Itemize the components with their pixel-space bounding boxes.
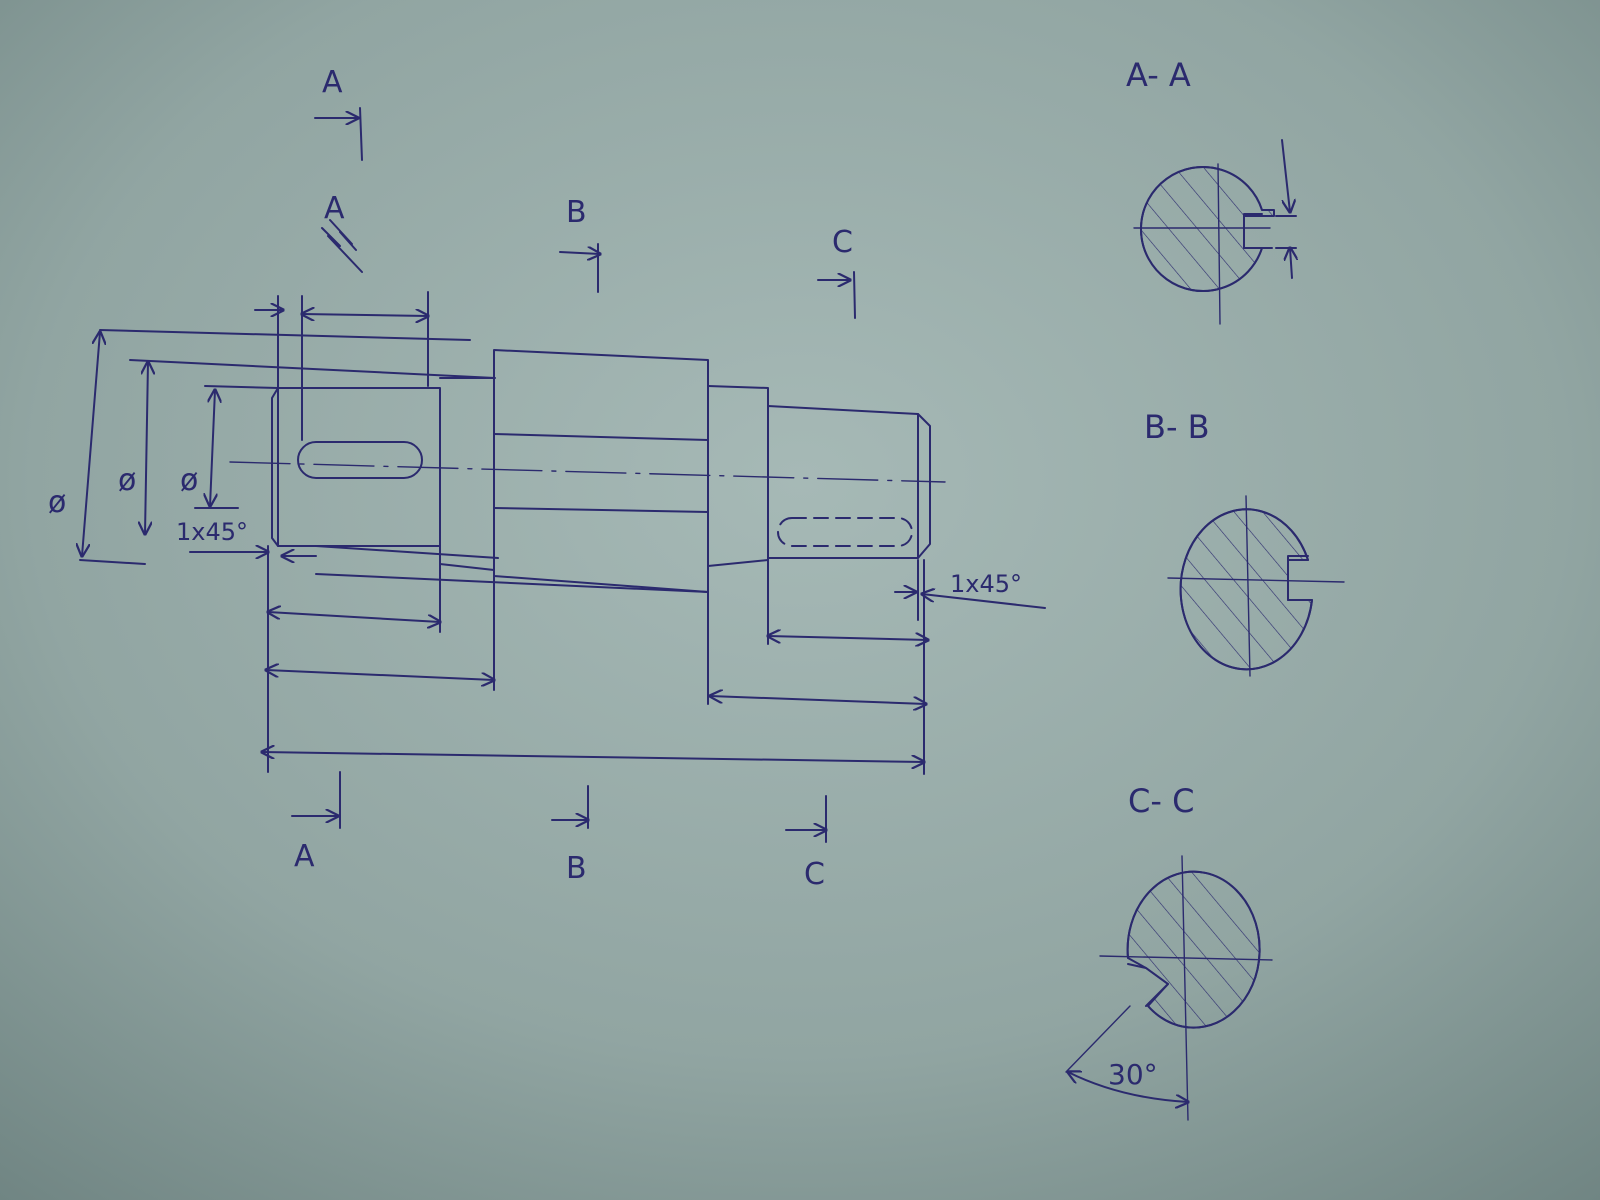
section-bb-title: B- B	[1144, 408, 1210, 446]
key-slot-left	[297, 441, 423, 479]
cut-label-a-bottom: A	[294, 839, 315, 874]
shaft-centerline	[229, 461, 946, 483]
chamfer-label-right: 1x45°	[950, 570, 1022, 598]
chamfer-dimension-right	[894, 559, 1046, 621]
cut-marker-c-bottom	[785, 795, 826, 843]
section-bb-view	[1167, 495, 1345, 677]
length-dimension-1	[268, 545, 440, 773]
cut-label-a-top-second: A	[324, 191, 345, 226]
cut-marker-a-bottom	[291, 771, 341, 829]
section-cc-view	[1066, 855, 1273, 1121]
diameter-dimension-mid	[129, 359, 496, 534]
chamfer-dimension-left	[189, 545, 709, 593]
cut-marker-a-top-second	[321, 219, 363, 273]
length-dimension-3	[768, 559, 928, 644]
cut-label-c-bottom: C	[804, 857, 825, 892]
cut-label-c-top: C	[832, 225, 853, 260]
diameter-label-mid: ø	[118, 463, 136, 498]
diameter-dimension-inner	[194, 385, 279, 509]
key-slot-right	[777, 517, 913, 547]
section-aa-view	[1133, 139, 1296, 325]
section-cc-title: C- C	[1128, 782, 1194, 820]
cut-marker-b-bottom	[551, 785, 588, 829]
diameter-dimension-outer	[80, 329, 471, 565]
diameter-label-outer: ø	[48, 485, 66, 520]
cut-marker-c-top	[817, 271, 856, 319]
chamfer-label-left: 1x45°	[176, 518, 248, 546]
cut-label-a-top: A	[322, 65, 343, 100]
cut-marker-a-top	[314, 107, 363, 161]
section-cc-angle-label: 30°	[1108, 1058, 1158, 1091]
length-dimension-2	[266, 575, 494, 691]
slot-length-dimension	[254, 291, 428, 441]
section-aa-title: A- A	[1126, 56, 1191, 94]
cut-label-b-top: B	[566, 195, 587, 230]
cut-label-b-bottom: B	[566, 851, 587, 886]
diameter-label-inner: ø	[180, 463, 198, 498]
cut-marker-b-top	[559, 243, 600, 293]
length-dimension-total	[262, 559, 924, 775]
length-dimension-4	[707, 591, 926, 704]
